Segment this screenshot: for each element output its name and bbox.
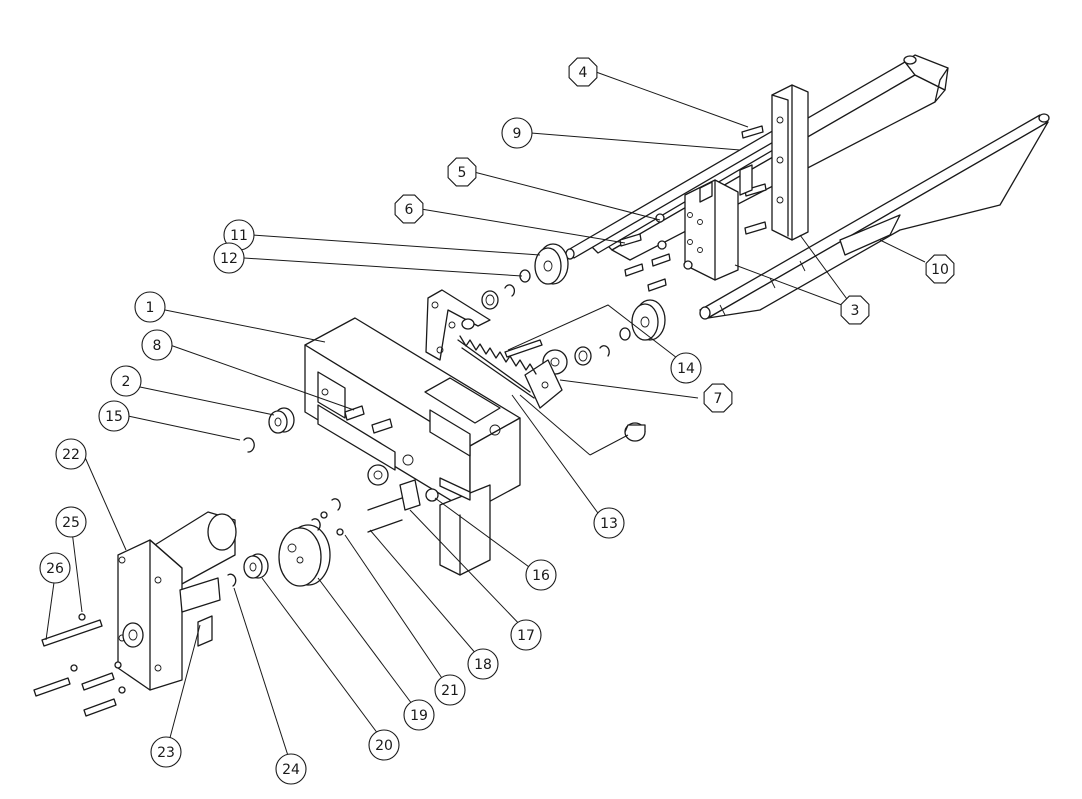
- callout-label-16: 16: [532, 568, 550, 584]
- callout-label-8: 8: [153, 338, 162, 354]
- gear-motor: [117, 511, 237, 691]
- callout-bubble-13: [593, 507, 625, 539]
- callout-label-7: 7: [714, 391, 723, 407]
- wheel-11: [534, 243, 569, 285]
- callout-16: 16: [525, 559, 557, 591]
- callout-bubble-26: [39, 552, 71, 584]
- callout-label-4: 4: [579, 65, 588, 81]
- callout-label-11: 11: [230, 228, 248, 244]
- callout-label-2: 2: [122, 374, 131, 390]
- callout-bubbles: 1234567891011121314151617181920212223242…: [39, 57, 955, 785]
- washer-2: [268, 407, 295, 434]
- callout-bubble-15: [98, 400, 130, 432]
- callout-7: 7: [703, 383, 733, 413]
- callout-bubble-7: [703, 383, 733, 413]
- callout-bubble-3: [840, 295, 870, 325]
- callout-12: 12: [213, 242, 245, 274]
- callout-label-24: 24: [282, 762, 300, 778]
- callout-bubble-20: [368, 729, 400, 761]
- e-clip-15: [243, 437, 255, 453]
- callout-bubble-12: [213, 242, 245, 274]
- callout-bubble-21: [434, 674, 466, 706]
- callout-23: 23: [150, 736, 182, 768]
- callout-label-15: 15: [105, 409, 123, 425]
- callout-bubble-4: [568, 57, 598, 87]
- wheel-14: [631, 299, 666, 341]
- callout-bubble-17: [510, 619, 542, 651]
- callout-label-23: 23: [157, 745, 175, 761]
- callout-label-26: 26: [46, 561, 64, 577]
- callout-14: 14: [670, 352, 702, 384]
- callout-10: 10: [925, 254, 955, 284]
- leader-lines: [45, 71, 926, 766]
- callout-15: 15: [98, 400, 130, 432]
- callout-9: 9: [501, 117, 533, 149]
- callout-label-6: 6: [405, 202, 414, 218]
- clips-near-cam: [311, 498, 344, 536]
- callout-20: 20: [368, 729, 400, 761]
- cap-screws: [619, 125, 767, 292]
- mounting-block: [684, 179, 739, 281]
- cam-disc-19: [278, 524, 331, 587]
- main-frame: [304, 317, 521, 576]
- motor-bolts: [33, 613, 126, 717]
- callout-label-22: 22: [62, 447, 80, 463]
- callout-bubble-5: [447, 157, 477, 187]
- callout-6: 6: [394, 194, 424, 224]
- callout-label-3: 3: [851, 303, 860, 319]
- callout-bubble-8: [141, 329, 173, 361]
- callout-18: 18: [467, 648, 499, 680]
- callout-bubble-23: [150, 736, 182, 768]
- callout-label-1: 1: [146, 300, 155, 316]
- callout-label-14: 14: [677, 361, 695, 377]
- callout-label-25: 25: [62, 515, 80, 531]
- callout-label-5: 5: [458, 165, 467, 181]
- callout-4: 4: [568, 57, 598, 87]
- callout-8: 8: [141, 329, 173, 361]
- callout-17: 17: [510, 619, 542, 651]
- callout-bubble-19: [403, 699, 435, 731]
- callout-label-21: 21: [441, 683, 459, 699]
- callout-26: 26: [39, 552, 71, 584]
- callout-bubble-6: [394, 194, 424, 224]
- callout-label-19: 19: [410, 708, 428, 724]
- callout-22: 22: [55, 438, 87, 470]
- small-hardware: [481, 213, 693, 442]
- callout-bubble-2: [110, 365, 142, 397]
- callout-bubble-9: [501, 117, 533, 149]
- callout-label-10: 10: [931, 262, 949, 278]
- callout-bubble-25: [55, 506, 87, 538]
- hub-20: [243, 553, 269, 579]
- frame-hardware: [344, 405, 439, 533]
- callout-bubble-10: [925, 254, 955, 284]
- callout-label-9: 9: [513, 126, 522, 142]
- callout-2: 2: [110, 365, 142, 397]
- callout-bubble-22: [55, 438, 87, 470]
- callout-21: 21: [434, 674, 466, 706]
- callout-bubble-18: [467, 648, 499, 680]
- callout-bubble-16: [525, 559, 557, 591]
- callout-bubble-24: [275, 753, 307, 785]
- callout-25: 25: [55, 506, 87, 538]
- callout-label-20: 20: [375, 738, 393, 754]
- callout-bubble-14: [670, 352, 702, 384]
- callout-24: 24: [275, 753, 307, 785]
- callout-bubble-1: [134, 291, 166, 323]
- callout-label-17: 17: [517, 628, 535, 644]
- callout-3: 3: [840, 295, 870, 325]
- vertical-guide-plate: [771, 84, 809, 241]
- callout-11: 11: [223, 219, 255, 251]
- callout-label-12: 12: [220, 251, 238, 267]
- callout-1: 1: [134, 291, 166, 323]
- callout-13: 13: [593, 507, 625, 539]
- lower-channel-rail: [699, 113, 1050, 320]
- e-clip-24: [227, 573, 237, 587]
- callout-label-13: 13: [600, 516, 618, 532]
- callout-5: 5: [447, 157, 477, 187]
- callout-19: 19: [403, 699, 435, 731]
- tension-spring: [457, 335, 537, 399]
- callout-label-18: 18: [474, 657, 492, 673]
